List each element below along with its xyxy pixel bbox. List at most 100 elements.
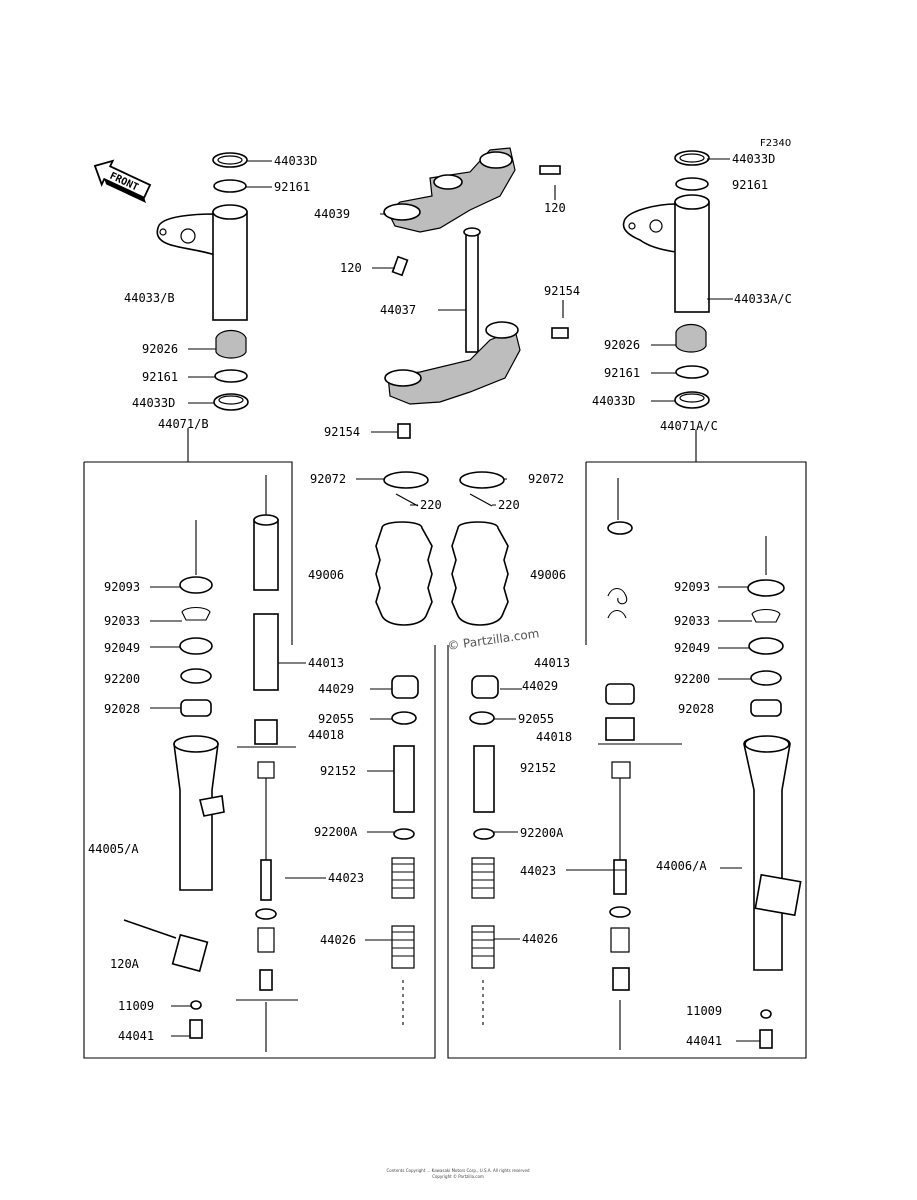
bolt-44041-right [759, 1029, 773, 1049]
label-92072-r: 92072 [528, 472, 564, 486]
outer-tube-44006a [743, 735, 791, 971]
label-44026-r: 44026 [522, 932, 558, 946]
label-44071ac: 44071A/C [660, 419, 718, 433]
spring-top-right [611, 761, 631, 779]
label-49006-r: 49006 [530, 568, 566, 582]
stem-44037 [465, 231, 479, 353]
right-upper-assembly [622, 150, 710, 409]
cap-44029-left [391, 675, 419, 699]
screw-11009-right [760, 1009, 772, 1019]
label-120a: 120A [110, 957, 140, 971]
spring-44026-right [471, 925, 495, 969]
label-44033d-r: 44033D [592, 394, 635, 408]
label-92161-r: 92161 [604, 366, 640, 380]
piece-lower-left [259, 969, 273, 991]
fork-tube-44033b [212, 211, 248, 321]
label-44018-l: 44018 [308, 728, 344, 742]
washer-92200a-right [473, 828, 495, 840]
bushing-44018-right [605, 717, 635, 741]
label-44039: 44039 [314, 207, 350, 221]
label-92154-bottom: 92154 [324, 425, 360, 439]
inner-tube-44013-left-a [253, 519, 279, 591]
label-44029-r: 44029 [522, 679, 558, 693]
label-44041-r: 44041 [686, 1034, 722, 1048]
label-44029-l: 44029 [318, 682, 354, 696]
label-220-r: 220 [498, 498, 520, 512]
label-44033ac: 44033A/C [734, 292, 792, 306]
spacer-92152-left [393, 745, 415, 813]
label-44033d-l: 44033D [132, 396, 175, 410]
ring-92161-left [214, 369, 248, 383]
clamp-92072-right [459, 471, 505, 489]
label-figure-code: F2340 [760, 138, 791, 149]
bolt-120-left [391, 255, 409, 277]
label-44037: 44037 [380, 303, 416, 317]
label-92154-right: 92154 [544, 284, 580, 298]
right-fork-internals [605, 478, 802, 1050]
bushing-44018-left [254, 719, 278, 745]
spring-44023-left [391, 857, 415, 899]
spring-top-left [257, 761, 275, 779]
front-arrow-icon: FRONT [93, 159, 152, 203]
seal-92049-left [179, 637, 213, 655]
lower-bracket [387, 329, 521, 405]
rod-44023-left [260, 859, 272, 901]
spring-44026-right-small [610, 927, 630, 953]
label-92200a-r: 92200A [520, 826, 564, 840]
bolt-120-top [539, 165, 561, 175]
bushing-92028-right [750, 699, 782, 717]
label-44023-l: 44023 [328, 871, 364, 885]
label-92200a-l: 92200A [314, 825, 358, 839]
spacer-92152-right [473, 745, 495, 813]
spring-44026-left [391, 925, 415, 969]
label-92055-l: 92055 [318, 712, 354, 726]
label-92033-l: 92033 [104, 614, 140, 628]
ring-92161-left-top [213, 179, 247, 193]
frame-right-assembly [447, 461, 807, 1059]
seal-92049-right [748, 637, 784, 655]
label-120-left: 120 [340, 261, 362, 275]
copyright-line2: Copyright © Partzilla.com [432, 1174, 484, 1179]
label-120-top: 120 [544, 201, 566, 215]
piece-lower-right [612, 967, 630, 991]
ring-44033d-left [213, 393, 249, 411]
frame-left-assembly [83, 461, 436, 1059]
washer-92200-right [750, 670, 782, 686]
label-92049-r: 92049 [674, 641, 710, 655]
cap-44029-right [471, 675, 499, 699]
bracket-left [156, 213, 216, 257]
seal-92093-right [747, 579, 785, 597]
label-44033d-lt: 44033D [274, 154, 317, 168]
fork-tube-44033ac [674, 201, 710, 313]
label-44018-r: 44018 [536, 730, 572, 744]
clamp-92072-left [383, 471, 429, 489]
label-92152-r: 92152 [520, 761, 556, 775]
washer-92200-left [180, 668, 212, 684]
label-92200-l: 92200 [104, 672, 140, 686]
center-parts [375, 471, 509, 1028]
boot-49006-left [375, 521, 433, 626]
label-44013-l: 44013 [308, 656, 344, 670]
washer-92200a-left [393, 828, 415, 840]
label-44071b: 44071/B [158, 417, 209, 431]
label-44026-l: 44026 [320, 933, 356, 947]
ring-44033d-left-top [212, 152, 248, 168]
leader-lines [150, 158, 760, 1042]
boot-49006-right [451, 521, 509, 626]
axle-clamp-right [754, 873, 802, 917]
copyright-line1: Contents Copyright ... Kawasaki Motors C… [386, 1168, 530, 1173]
label-92026-l: 92026 [142, 342, 178, 356]
oring-92055-right [469, 711, 495, 725]
left-upper-assembly [156, 152, 249, 411]
label-92049-l: 92049 [104, 641, 140, 655]
steering-stem-assembly [383, 147, 569, 439]
spring-44023-right [471, 857, 495, 899]
label-92161-rt: 92161 [732, 178, 768, 192]
label-92028-l: 92028 [104, 702, 140, 716]
label-92055-r: 92055 [518, 712, 554, 726]
label-11009-l: 11009 [118, 999, 154, 1013]
bushing-92028-left [180, 699, 212, 717]
label-92093-r: 92093 [674, 580, 710, 594]
label-92072-l: 92072 [310, 472, 346, 486]
